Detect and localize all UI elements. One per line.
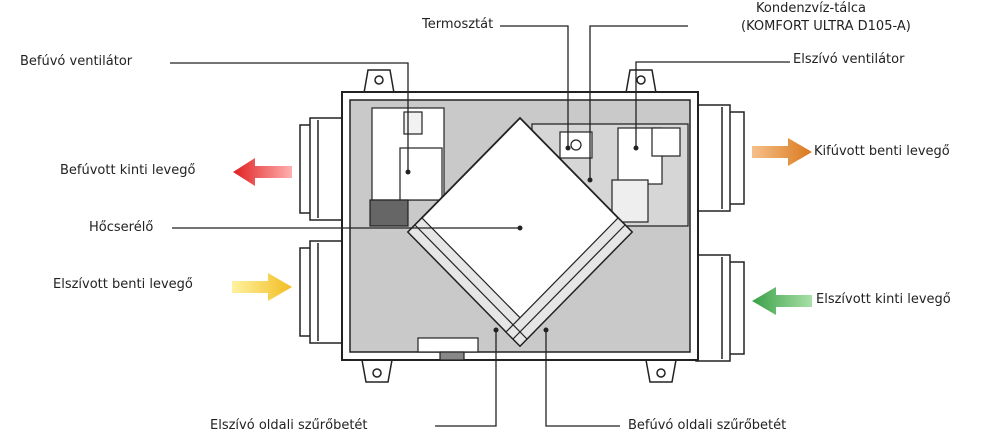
spigot-top-left [299, 117, 345, 221]
duct-spigots [299, 104, 745, 362]
label-kondenzviz-line1: Kondenzvíz-tálca [756, 1, 866, 16]
label-termosztat: Termosztát [422, 17, 494, 32]
spigot-bottom-right [695, 254, 745, 362]
spigot-bottom-left [299, 240, 345, 344]
arrow-befuvott-kinti [233, 158, 292, 186]
airflow-arrows [232, 138, 812, 315]
leader-lines [170, 25, 790, 427]
arrow-kifuvott-benti [752, 138, 812, 166]
arrow-elszivott-kinti [752, 287, 812, 315]
label-elszivo-szuro: Elszívó oldali szűrőbetét [210, 418, 368, 433]
label-kondenzviz-line2: (KOMFORT ULTRA D105-A) [741, 19, 911, 34]
label-befuvo-szuro: Befúvó oldali szűrőbetét [628, 418, 787, 433]
label-hocserelo: Hőcserélő [89, 220, 154, 235]
label-elszivo-ventilator: Elszívó ventilátor [793, 52, 905, 67]
label-befuvo-ventilator: Befúvó ventilátor [20, 54, 133, 69]
label-befuvott-kinti: Befúvott kinti levegő [60, 163, 196, 178]
label-kifuvott-benti: Kifúvott benti levegő [814, 144, 950, 159]
spigot-top-right [695, 104, 745, 212]
arrow-elszivott-benti [232, 273, 292, 301]
filter-cassettes [407, 217, 633, 347]
label-elszivott-benti: Elszívott benti levegő [53, 277, 193, 292]
label-elszivott-kinti: Elszívott kinti levegő [816, 292, 951, 307]
